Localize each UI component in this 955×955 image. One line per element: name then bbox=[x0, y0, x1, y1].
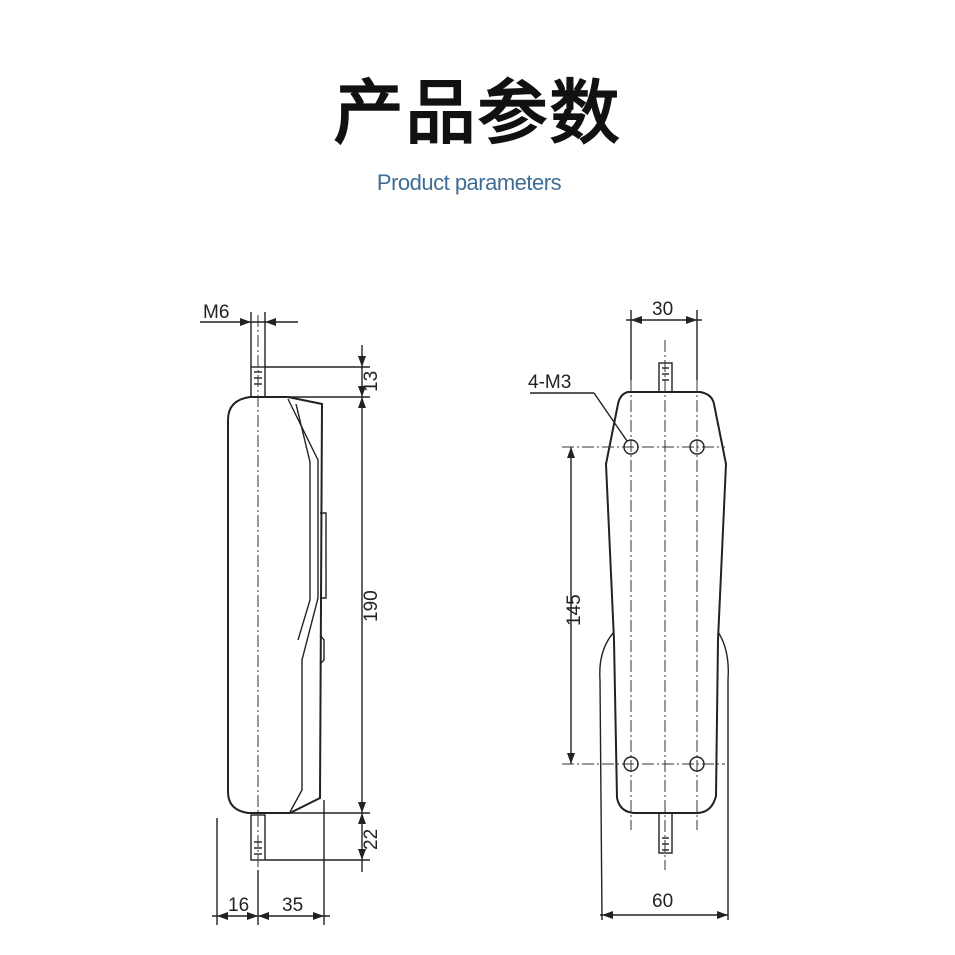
label-dim-30: 30 bbox=[652, 299, 673, 320]
label-4-m3: 4-M3 bbox=[528, 372, 571, 393]
label-m6: M6 bbox=[203, 302, 229, 323]
hole-top-left bbox=[623, 439, 639, 455]
hole-bottom-right bbox=[689, 756, 705, 772]
page-subtitle: Product parameters bbox=[376, 170, 562, 195]
side-panel-slant bbox=[287, 398, 319, 813]
hole-bottom-left bbox=[623, 756, 639, 772]
hole-top-right bbox=[689, 439, 705, 455]
label-dim-35: 35 bbox=[282, 895, 303, 916]
label-dim-22: 22 bbox=[361, 829, 382, 850]
label-dim-190: 190 bbox=[361, 590, 382, 622]
front-bottom-stud bbox=[658, 812, 673, 854]
front-left-flare bbox=[599, 631, 615, 921]
front-view bbox=[530, 310, 729, 921]
side-panel-inner bbox=[295, 403, 311, 641]
side-display-bump bbox=[320, 512, 327, 599]
label-dim-16: 16 bbox=[228, 895, 249, 916]
front-body-outline bbox=[604, 391, 728, 814]
side-view bbox=[200, 312, 370, 925]
label-dim-13: 13 bbox=[361, 371, 382, 392]
side-button-bump bbox=[319, 634, 325, 665]
label-dim-145: 145 bbox=[564, 594, 585, 626]
page-title: 产品参数 bbox=[333, 72, 622, 154]
front-right-flare bbox=[717, 631, 729, 920]
label-dim-60: 60 bbox=[652, 891, 673, 912]
